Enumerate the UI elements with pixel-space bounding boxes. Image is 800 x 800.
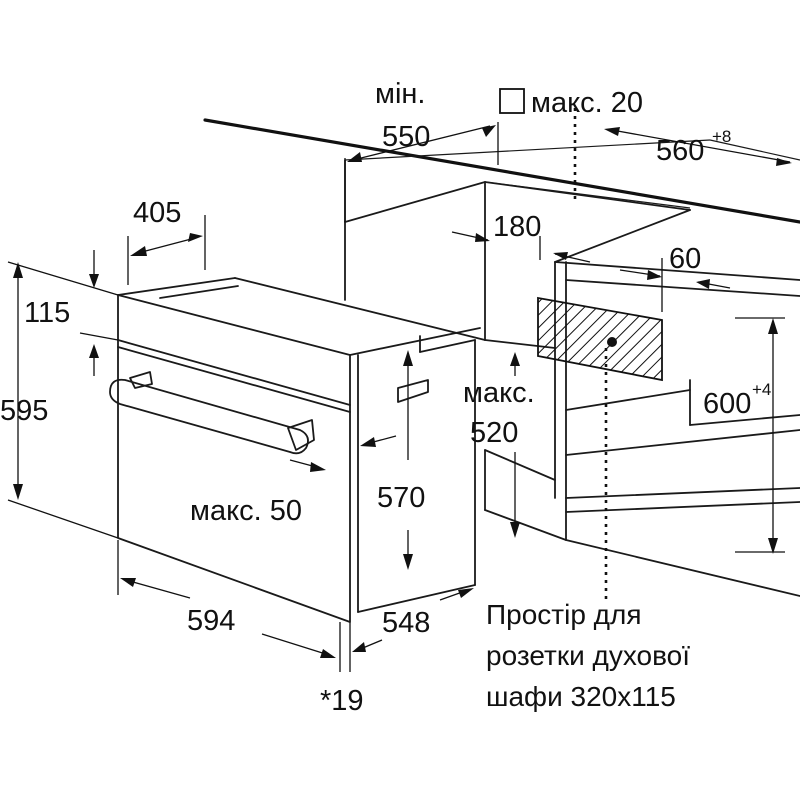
oven [109, 277, 486, 623]
label-60: 60 [669, 243, 701, 275]
label-560-tolerance: +8 [712, 127, 731, 146]
label-594: 594 [187, 605, 235, 637]
label-115: 115 [24, 297, 70, 329]
label-595: 595 [0, 395, 48, 427]
worktop [203, 118, 800, 224]
label-570: 570 [377, 482, 425, 514]
dimension-lines [7, 122, 792, 672]
label-405: 405 [133, 197, 181, 229]
socket-area [537, 108, 663, 602]
socket-note-line2: розетки духової [486, 640, 690, 671]
label-min-550: 550 [382, 121, 430, 153]
socket-note-line3: шафи 320x115 [486, 681, 676, 712]
label-note-19: *19 [320, 685, 364, 717]
socket-note-line1: Простір для [486, 599, 642, 630]
label-max: макс. [463, 377, 535, 409]
label-max-20: макс. 20 [531, 87, 643, 119]
cabinet-niche [344, 159, 800, 597]
label-180: 180 [493, 211, 541, 243]
label-548: 548 [382, 607, 430, 639]
label-min: мін. [375, 78, 425, 110]
label-600: 600 [703, 388, 751, 420]
label-max-520: 520 [470, 417, 518, 449]
label-560: 560 [656, 135, 704, 167]
label-max-50: макс. 50 [190, 495, 302, 527]
square-icon [499, 88, 525, 114]
label-600-tolerance: +4 [752, 380, 771, 399]
